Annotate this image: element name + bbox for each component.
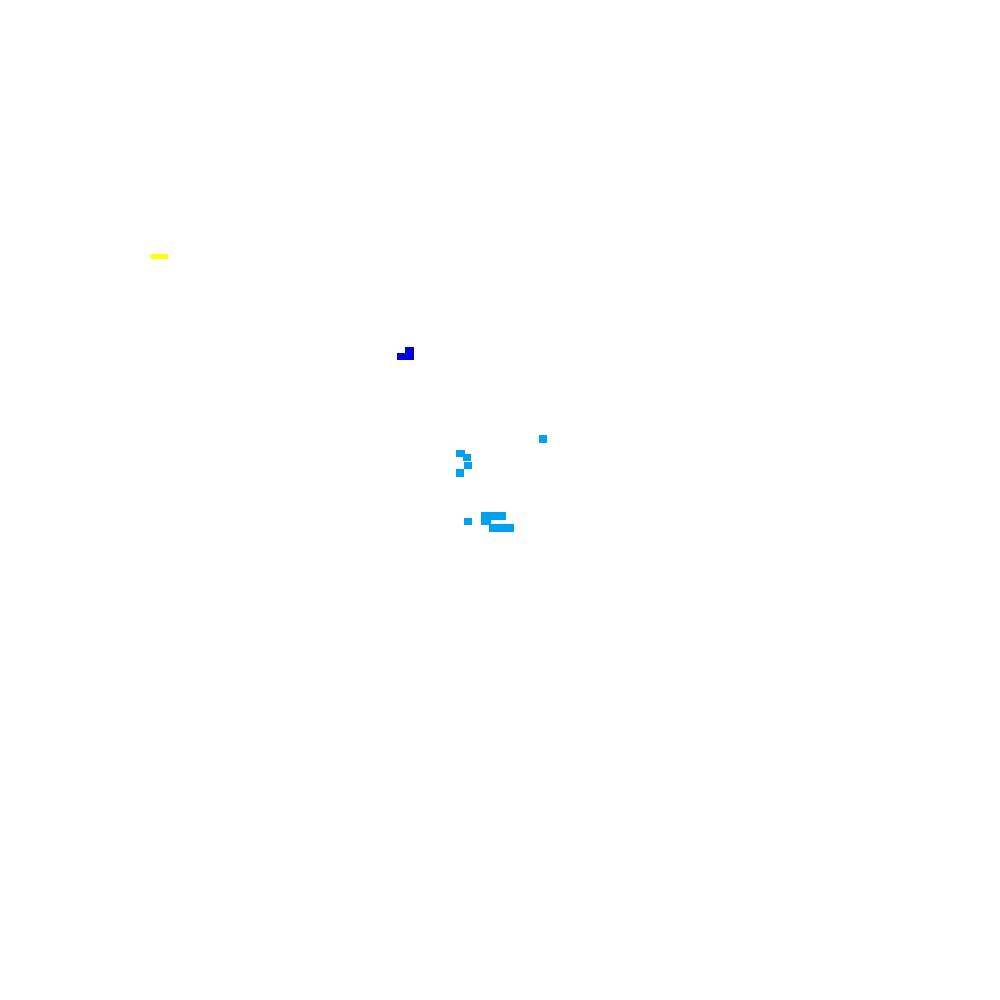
- sky-blue-cell: [464, 462, 472, 469]
- sky-blue-cell: [463, 454, 471, 461]
- sky-blue-cell: [481, 512, 506, 520]
- sky-blue-cell: [539, 435, 547, 443]
- sky-blue-cell: [481, 519, 491, 525]
- sky-blue-cell: [489, 524, 514, 532]
- sky-blue-cell: [456, 450, 465, 457]
- blue-piece: [405, 347, 414, 355]
- sky-blue-cell: [464, 518, 472, 525]
- sky-blue-cell: [456, 469, 464, 477]
- blue-piece: [397, 353, 414, 360]
- yellow-piece: [151, 254, 168, 259]
